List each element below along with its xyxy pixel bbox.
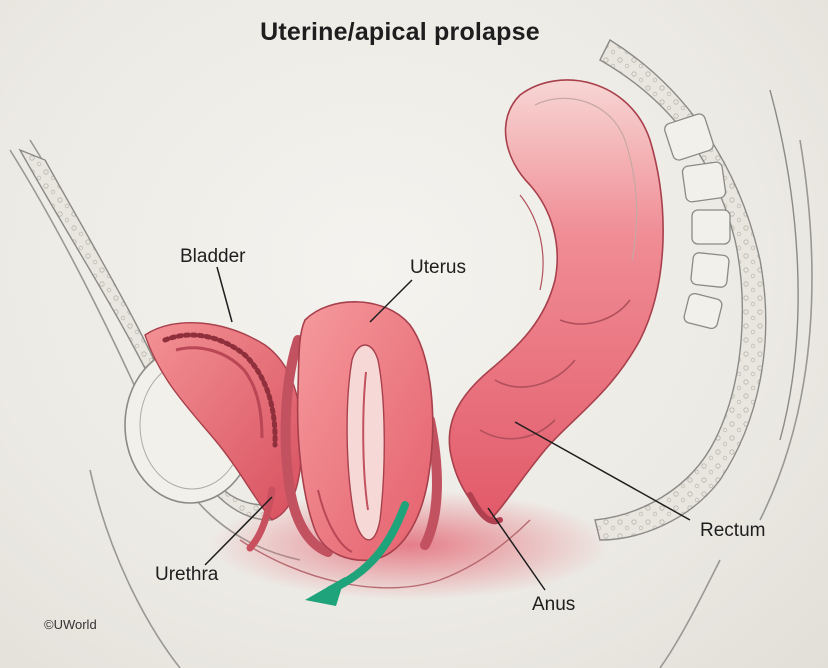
anus-leader-line <box>487 507 546 591</box>
rectum-label: Rectum <box>700 520 766 541</box>
copyright-notice: ©UWorld <box>44 617 97 632</box>
anus-label: Anus <box>532 594 576 615</box>
uterus-organ <box>296 301 434 562</box>
urethra-label: Urethra <box>155 564 219 585</box>
label-leader-lines <box>204 266 691 591</box>
urethra-organ <box>246 486 276 552</box>
bladder-label: Bladder <box>180 246 246 267</box>
pelvic-floor-glow <box>210 490 610 600</box>
urethra-leader-line <box>204 496 273 566</box>
uterus-leader-line <box>369 279 413 323</box>
rectum-leader-line <box>514 421 691 521</box>
pelvic-floor-outline <box>239 519 531 589</box>
descent-arrow-icon <box>305 501 409 606</box>
bladder-leader-line <box>216 266 233 323</box>
sacrum-spine <box>594 38 799 541</box>
rectum-organ <box>448 79 664 522</box>
uterus-label: Uterus <box>410 257 466 278</box>
diagram-title: Uterine/apical prolapse <box>260 18 540 46</box>
